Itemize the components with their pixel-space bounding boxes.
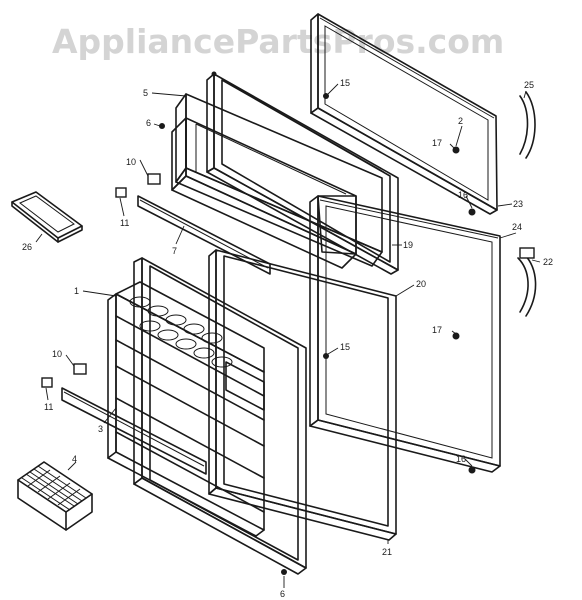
callout-6-fresh-food: 6: [280, 589, 285, 599]
callout-labels: 1 2 3 4 5 6 6 7 10 10 11 11 15 15 16 16 …: [22, 78, 553, 599]
screws: [159, 71, 476, 575]
callout-7: 7: [172, 246, 177, 256]
freezer-door-outer-panel: [310, 13, 498, 215]
freezer-shelf-rail: [137, 195, 271, 275]
callout-17-fresh-food: 17: [432, 325, 442, 335]
callout-16-freezer: 16: [458, 190, 468, 200]
callout-11-freezer: 11: [120, 218, 129, 228]
callout-2: 2: [458, 116, 463, 126]
callout-26: 26: [22, 242, 32, 252]
freezer-door-handle: [519, 91, 536, 159]
callout-10-freezer: 10: [126, 157, 136, 167]
callout-21: 21: [382, 547, 392, 557]
callout-3: 3: [98, 424, 103, 434]
callout-17-freezer: 17: [432, 138, 442, 148]
callout-15-fresh-food: 15: [340, 342, 350, 352]
fresh-food-door-gasket: [208, 249, 397, 541]
fresh-food-door-handle: [517, 247, 537, 317]
callout-16-fresh-food: 16: [456, 454, 466, 464]
callout-22: 22: [543, 257, 553, 267]
callout-4: 4: [72, 454, 77, 464]
egg-cups: [129, 296, 233, 368]
leader-lines: [35, 83, 541, 588]
callout-19: 19: [403, 240, 413, 250]
watermark-text: AppliancePartsPros.com: [52, 22, 504, 61]
freezer-door-inner-liner: [171, 93, 383, 269]
callout-20: 20: [416, 279, 426, 289]
callout-10-fresh-food: 10: [52, 349, 62, 359]
callout-15-freezer: 15: [340, 78, 350, 88]
callout-25: 25: [524, 80, 534, 90]
fresh-food-shelf-rail: [61, 387, 207, 475]
callout-5: 5: [143, 88, 148, 98]
callout-24: 24: [512, 222, 522, 232]
callout-1: 1: [74, 286, 79, 296]
fresh-food-door-liner: [107, 257, 307, 575]
callout-11-fresh-food: 11: [44, 402, 53, 412]
callout-23: 23: [513, 199, 523, 209]
shelf-clips: [41, 173, 161, 388]
fresh-food-door-outer-panel: [309, 195, 501, 473]
butter-dish: [11, 191, 83, 243]
callout-6-freezer: 6: [146, 118, 151, 128]
door-shelf-bin: [17, 461, 93, 531]
